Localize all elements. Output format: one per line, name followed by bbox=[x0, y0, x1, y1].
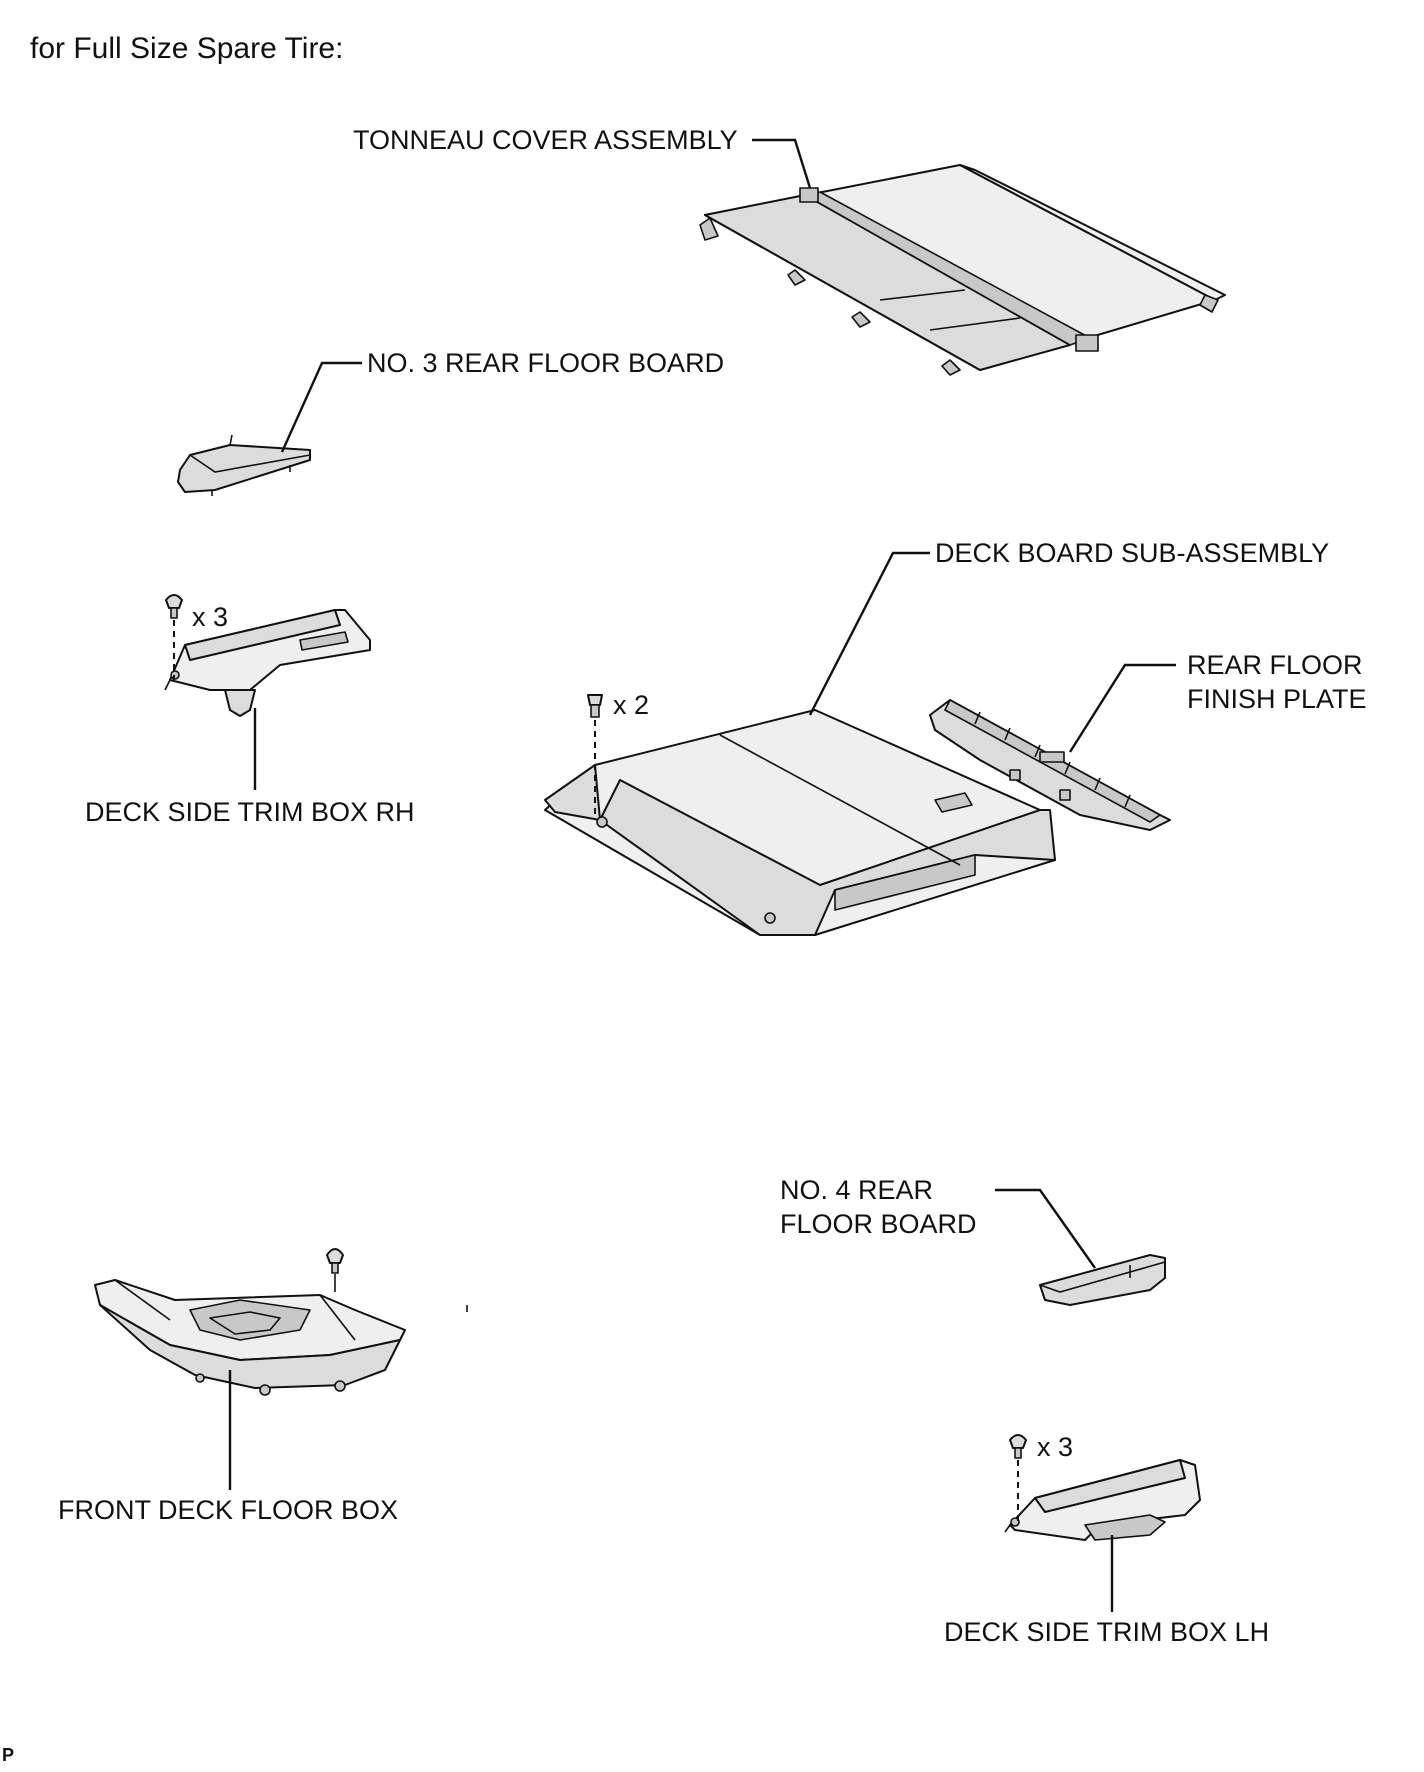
deck-side-trim-box-rh-label: DECK SIDE TRIM BOX RH bbox=[85, 797, 415, 827]
rh-clip-count: x 3 bbox=[192, 602, 229, 632]
no4-rear-floor-board-label-line1: NO. 4 REAR bbox=[780, 1175, 934, 1205]
no4-rear-floor-board-drawing bbox=[1039, 1254, 1166, 1306]
deck-side-trim-box-lh-drawing bbox=[1004, 1459, 1201, 1541]
page-heading: for Full Size Spare Tire: bbox=[30, 32, 344, 65]
rear-floor-finish-plate-drawing bbox=[929, 699, 1171, 831]
front-deck-floor-box-label: FRONT DECK FLOOR BOX bbox=[58, 1495, 399, 1525]
no3-rear-floor-board-label: NO. 3 REAR FLOOR BOARD bbox=[367, 348, 725, 378]
no4-rear-floor-board-label-line2: FLOOR BOARD bbox=[780, 1209, 977, 1239]
deck-board-leader bbox=[808, 551, 930, 716]
finish-plate-leader bbox=[1068, 663, 1176, 753]
no4-floor-board-leader bbox=[995, 1188, 1096, 1269]
deck-bolt-icon bbox=[587, 694, 603, 718]
deck-board-drawing bbox=[544, 709, 1056, 936]
footer-mark: P bbox=[2, 1745, 15, 1765]
floor-box-clip-icon bbox=[326, 1248, 344, 1274]
front-deck-floor-box-drawing bbox=[94, 1279, 406, 1396]
deck-bolt-count: x 2 bbox=[613, 690, 650, 720]
lh-clip-icon bbox=[1009, 1434, 1027, 1459]
deck-board-label: DECK BOARD SUB-ASSEMBLY bbox=[935, 538, 1330, 568]
lh-clip-count: x 3 bbox=[1037, 1432, 1074, 1462]
rh-clip-icon bbox=[165, 594, 183, 619]
tonneau-cover-leader bbox=[752, 138, 812, 189]
tonneau-cover-label: TONNEAU COVER ASSEMBLY bbox=[353, 125, 738, 155]
rear-floor-finish-plate-label-line2: FINISH PLATE bbox=[1187, 684, 1367, 714]
no3-floor-board-leader bbox=[280, 361, 362, 453]
tonneau-cover-drawing bbox=[699, 164, 1226, 376]
no3-rear-floor-board-drawing bbox=[177, 434, 311, 496]
rear-floor-finish-plate-label-line1: REAR FLOOR bbox=[1187, 650, 1363, 680]
deck-side-trim-box-rh-drawing bbox=[164, 609, 371, 717]
deck-side-trim-box-lh-label: DECK SIDE TRIM BOX LH bbox=[944, 1617, 1270, 1647]
